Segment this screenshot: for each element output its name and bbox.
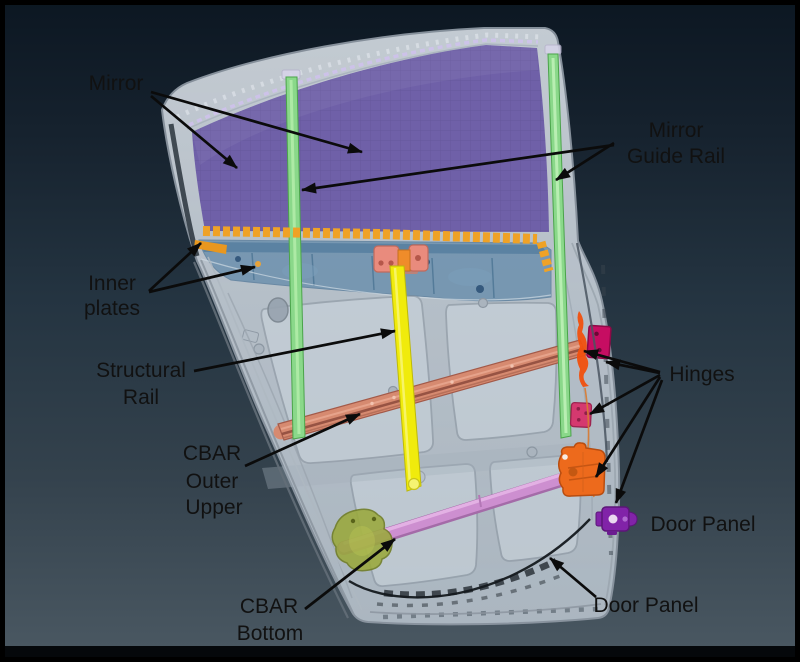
arrow-mirror-2 xyxy=(150,90,363,154)
label-mirror: Mirror xyxy=(89,72,144,95)
structural-rail-bracket xyxy=(373,244,429,274)
fastener xyxy=(255,261,261,267)
arrow-inner-plates-1 xyxy=(148,242,202,292)
label-structural-rail-1: Structural xyxy=(96,359,186,382)
door-cable xyxy=(348,518,591,599)
label-structural-rail-2: Rail xyxy=(123,386,159,409)
label-cbar-bottom-2: Bottom xyxy=(237,622,304,645)
background-bottom-bar xyxy=(3,646,797,659)
label-door-panel-bottom: Door Panel xyxy=(593,594,698,617)
label-hinges: Hinges xyxy=(669,363,734,386)
arrow-structural-rail xyxy=(193,328,396,373)
hinge-orange xyxy=(558,442,606,497)
arrow-mirror-1 xyxy=(150,94,238,170)
mesh-seam xyxy=(188,38,539,127)
arrow-cbar-outer-upper xyxy=(244,412,361,468)
annotation-arrows xyxy=(148,90,664,611)
arrow-hinges-5 xyxy=(614,379,664,504)
arrow-hinges-3 xyxy=(589,373,661,416)
door-latch xyxy=(595,506,638,535)
label-cbar-outer-upper-3: Upper xyxy=(185,496,242,519)
mirror-guide-rail-right xyxy=(544,44,572,439)
arrow-hinges-1 xyxy=(583,349,661,374)
mirror-mesh xyxy=(188,38,549,232)
label-cbar-outer-upper-2: Outer xyxy=(186,470,239,493)
label-door-panel-right: Door Panel xyxy=(650,513,755,536)
label-inner-plates-1: Inner xyxy=(88,272,136,295)
hinge-pink xyxy=(569,401,593,428)
arrow-cbar-bottom xyxy=(304,537,396,611)
cbar-bottom-clamp xyxy=(331,508,393,572)
structural-rail xyxy=(389,265,422,492)
label-inner-plates-2: plates xyxy=(84,297,140,320)
belt-strip xyxy=(194,226,554,273)
label-cbar-bottom-1: CBAR xyxy=(240,595,298,618)
arrow-inner-plates-2 xyxy=(148,264,256,294)
arrow-mirror-guide-rail-1 xyxy=(555,141,615,182)
arrow-hinges-4 xyxy=(594,376,662,478)
door-assembly xyxy=(160,27,638,626)
arrow-hinges-2 xyxy=(605,359,661,375)
label-mirror-guide-rail-1: Mirror xyxy=(649,119,704,142)
label-cbar-outer-upper-1: CBAR xyxy=(183,442,241,465)
annotation-labels: Mirror Mirror Guide Rail Inner plates St… xyxy=(84,72,756,645)
hinge-attachment-orange xyxy=(577,311,589,387)
arrow-mirror-guide-rail-2 xyxy=(301,143,615,194)
label-mirror-guide-rail-2: Guide Rail xyxy=(627,145,725,168)
arrow-door-panel-bottom xyxy=(549,556,597,599)
regulator-slots xyxy=(383,558,558,598)
